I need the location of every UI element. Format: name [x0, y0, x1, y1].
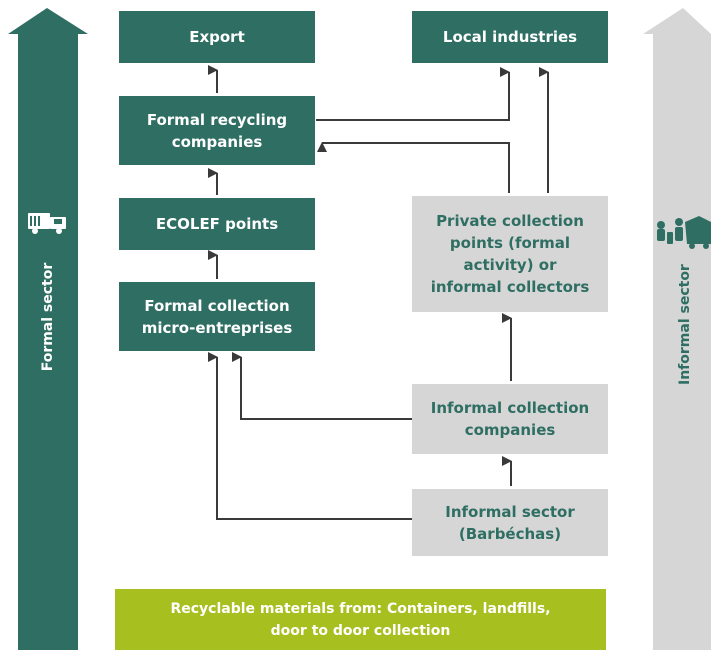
local-industries-box: Local industries: [412, 11, 608, 63]
garbage-truck-icon: [28, 213, 66, 234]
arrow-private-collection-to-formal-recycling: [317, 142, 510, 193]
arrow-formal-recycling-to-local-industries: [316, 67, 510, 121]
arrow-informal-sector-to-formal-collection: [208, 352, 412, 520]
private-collection-box: Private collection points (formal activi…: [412, 196, 608, 312]
ecolef-points-box: ECOLEF points: [119, 198, 315, 250]
waste-pickers-icon: [657, 216, 711, 249]
arrow-informal-companies-to-formal-collection: [232, 352, 412, 420]
informal-sector-label: Informal sector: [677, 264, 693, 385]
informal-sector-box: Informal sector (Barbéchas): [412, 489, 608, 556]
formal-sector-label: Formal sector: [40, 262, 56, 372]
informal-collection-companies-box: Informal collection companies: [412, 384, 608, 454]
recyclable-materials-source-box: Recyclable materials from: Containers, l…: [115, 589, 606, 650]
formal-collection-box: Formal collection micro-entreprises: [119, 282, 315, 351]
formal-recycling-companies-box: Formal recycling companies: [119, 96, 315, 165]
export-box: Export: [119, 11, 315, 63]
